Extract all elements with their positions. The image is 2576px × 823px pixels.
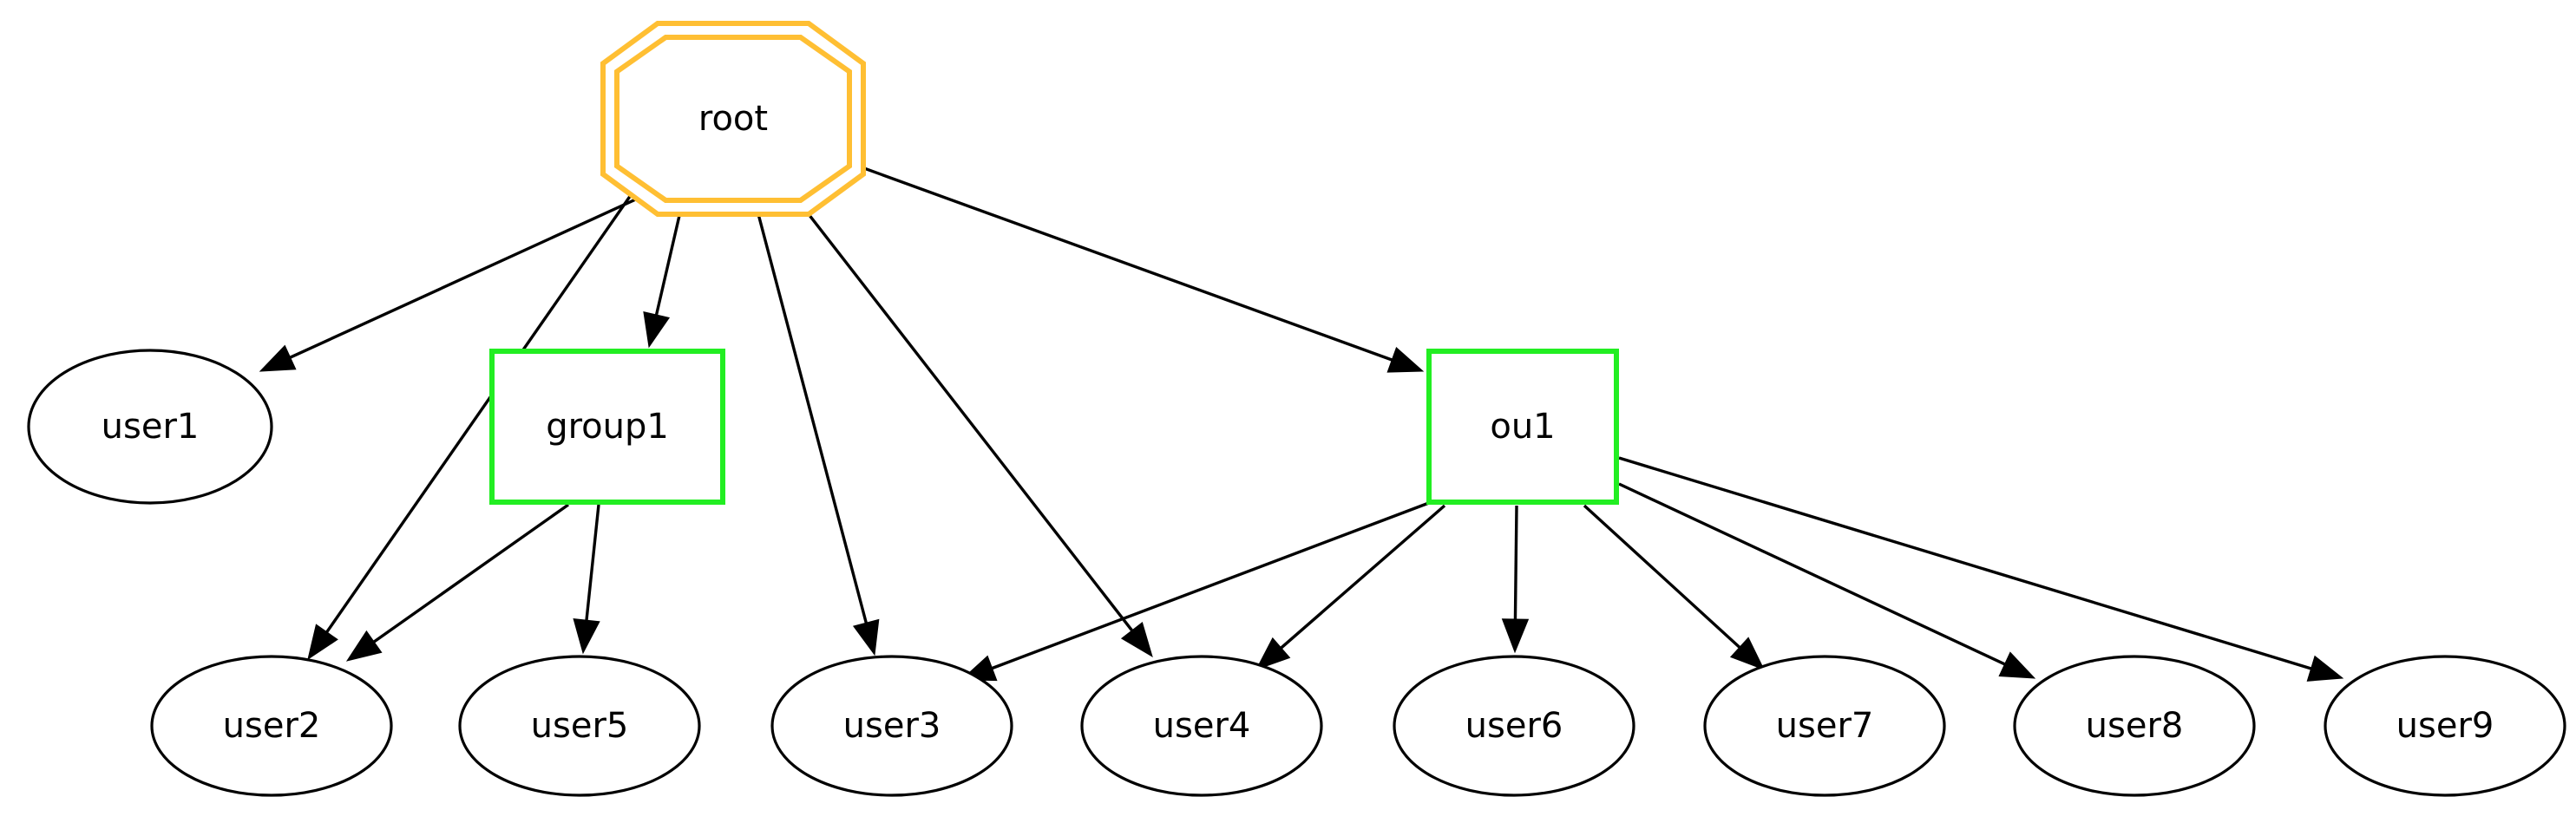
node-ou1[interactable]: ou1	[1426, 349, 1619, 505]
edge-line	[801, 205, 1136, 635]
edge-arrowhead	[643, 310, 671, 349]
edge-root-to-ou1	[854, 163, 1425, 373]
edge-root-to-user2	[307, 194, 633, 661]
node-shape-box[interactable]	[489, 349, 725, 505]
node-group1[interactable]: group1	[489, 349, 725, 505]
node-user9[interactable]: user9	[2324, 655, 2566, 797]
node-shape-box[interactable]	[1426, 349, 1619, 505]
edge-ou1-to-user3	[960, 500, 1434, 682]
edge-arrowhead	[1386, 347, 1425, 373]
edge-line	[324, 194, 633, 637]
node-root[interactable]: root	[600, 21, 866, 217]
edge-line	[854, 163, 1396, 363]
node-user3[interactable]: user3	[770, 655, 1013, 797]
edge-line	[756, 210, 868, 627]
edge-arrowhead	[1255, 637, 1291, 670]
edge-arrowhead	[345, 630, 383, 662]
edge-ou1-to-user8	[1618, 482, 2036, 679]
node-user7[interactable]: user7	[1703, 655, 1946, 797]
edge-line	[584, 504, 600, 624]
edge-arrowhead	[259, 344, 297, 372]
node-shape-ellipse[interactable]	[770, 655, 1013, 797]
edge-root-to-group1	[643, 207, 683, 349]
node-shape-octagon-inner[interactable]	[614, 35, 852, 203]
node-user2[interactable]: user2	[150, 655, 393, 797]
edge-line	[1277, 504, 1446, 651]
edge-arrowhead	[307, 624, 338, 661]
node-shape-ellipse[interactable]	[1703, 655, 1946, 797]
edge-ou1-to-user7	[1583, 504, 1766, 670]
edge-line	[1618, 456, 2315, 671]
node-shape-ellipse[interactable]	[2013, 655, 2256, 797]
edge-arrowhead	[852, 618, 880, 656]
edge-line	[1513, 505, 1518, 624]
edge-arrowhead	[2306, 655, 2344, 682]
node-shape-ellipse[interactable]	[458, 655, 701, 797]
edge-arrowhead	[573, 618, 600, 655]
node-shape-ellipse[interactable]	[150, 655, 393, 797]
edge-group1-to-user2	[345, 503, 569, 662]
node-shape-ellipse[interactable]	[1080, 655, 1323, 797]
edge-root-to-user4	[801, 205, 1153, 658]
edge-ou1-to-user9	[1618, 456, 2344, 682]
node-user1[interactable]: user1	[27, 349, 273, 505]
node-user6[interactable]: user6	[1393, 655, 1635, 797]
edge-arrowhead	[1501, 618, 1530, 654]
node-shape-ellipse[interactable]	[2324, 655, 2566, 797]
edge-group1-to-user5	[573, 504, 600, 655]
edge-arrowhead	[1998, 651, 2036, 679]
edge-line	[988, 500, 1434, 671]
edge-root-to-user3	[756, 210, 880, 656]
edge-ou1-to-user6	[1501, 505, 1530, 654]
edge-root-to-user1	[259, 191, 652, 372]
edge-line	[370, 503, 569, 645]
node-shape-ellipse[interactable]	[27, 349, 273, 505]
node-shape-ellipse[interactable]	[1393, 655, 1635, 797]
edge-ou1-to-user4	[1255, 504, 1446, 670]
edges-layer	[259, 163, 2344, 682]
edge-line	[1583, 504, 1744, 651]
edge-arrowhead	[1729, 637, 1766, 670]
edge-line	[654, 207, 683, 319]
edge-line	[1618, 482, 2009, 668]
node-user8[interactable]: user8	[2013, 655, 2256, 797]
nodes-layer: root user1 group1 ou1 user2 user5 user3 user4 us…	[27, 21, 2566, 797]
node-user5[interactable]: user5	[458, 655, 701, 797]
edge-arrowhead	[1120, 621, 1153, 658]
edge-line	[286, 191, 652, 361]
node-user4[interactable]: user4	[1080, 655, 1323, 797]
